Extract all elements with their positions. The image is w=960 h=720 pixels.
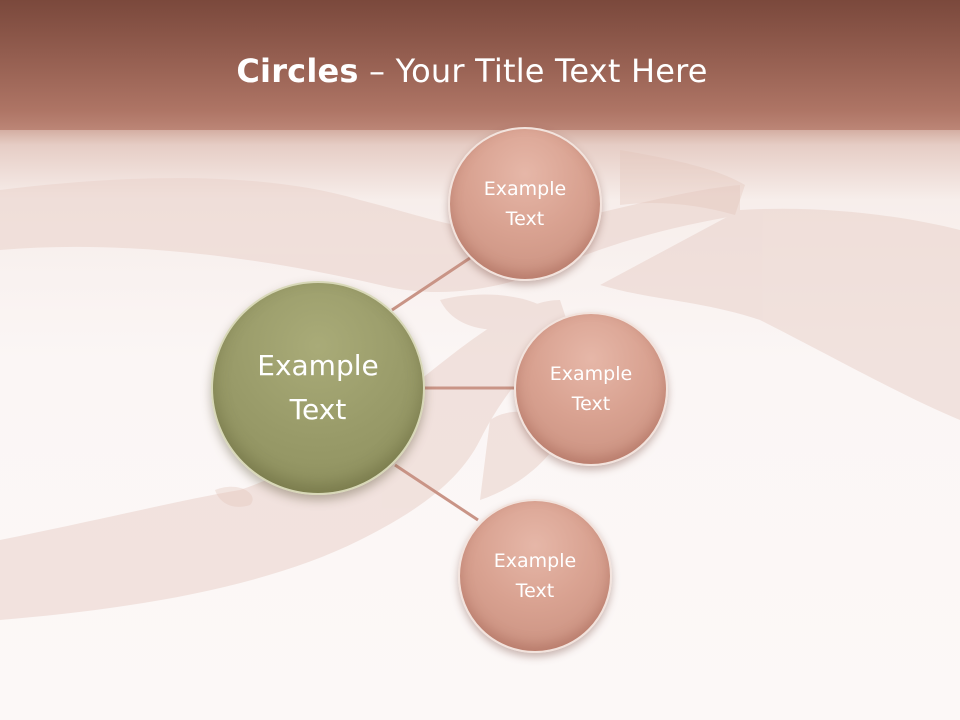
center-circle-label: Example Text (257, 349, 379, 426)
node-bottom-label: Example Text (493, 550, 577, 602)
slide-title: Circles – Your Title Text Here (0, 52, 944, 90)
connector-top (391, 256, 471, 312)
title-band (0, 0, 960, 130)
title-bold: Circles (236, 52, 359, 90)
node-circle-bottom: Example Text (458, 499, 612, 653)
node-circle-middle: Example Text (514, 312, 668, 466)
node-circle-top: Example Text (448, 127, 602, 281)
node-middle-label: Example Text (549, 363, 633, 415)
connector-bottom (394, 463, 479, 522)
center-circle: Example Text (211, 281, 425, 495)
title-rest: – Your Title Text Here (358, 52, 708, 90)
node-top-label: Example Text (483, 178, 567, 230)
